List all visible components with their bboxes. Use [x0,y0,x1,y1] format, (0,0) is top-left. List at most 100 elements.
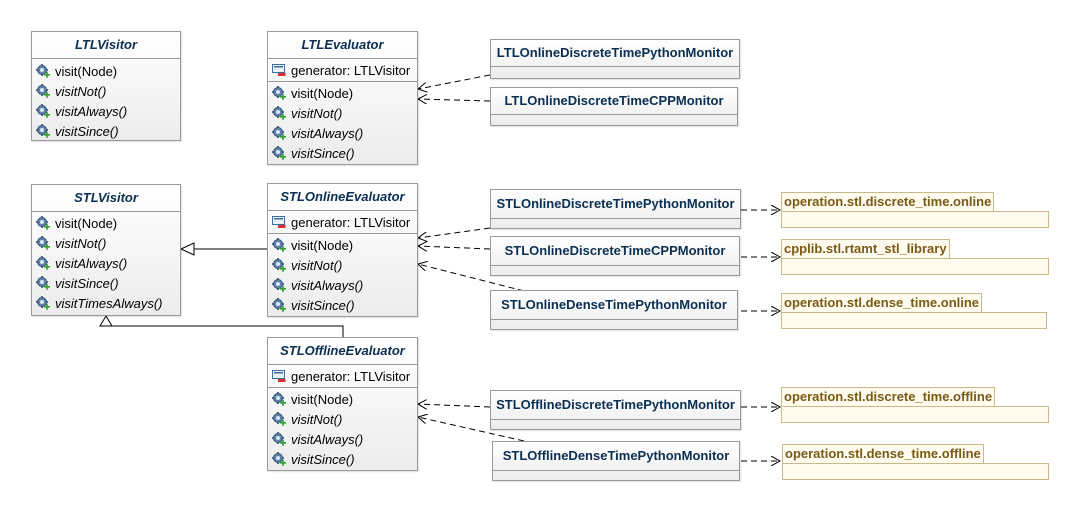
class-body [491,66,739,79]
gear-plus-icon [36,64,50,78]
stl-online-dense-python-monitor-class[interactable]: STLOnlineDenseTimePythonMonitor [490,290,738,330]
stl-online-discrete-python-monitor-class[interactable]: STLOnlineDiscreteTimePythonMonitor [490,189,741,229]
method-row: visit(Node) [268,389,417,409]
class-name: STLOnlineEvaluator [280,189,405,204]
method-name: visit(Node) [291,237,354,253]
class-body [491,419,740,430]
method-row: visit(Node) [268,235,417,255]
method-name: visitAlways() [55,103,128,119]
package-body [782,463,1049,480]
package-dense-time-offline[interactable]: operation.stl.dense_time.offline [782,444,1049,481]
method-name: visitNot() [291,411,343,427]
generalization-offline-arrowhead [99,315,113,327]
method-row: visitNot() [32,81,180,101]
package-name: operation.stl.dense_time.offline [782,444,984,464]
class-name: LTLEvaluator [301,37,384,52]
gear-plus-icon [36,256,50,270]
dep-stlondense-stlon [418,264,525,292]
package-discrete-time-online[interactable]: operation.stl.discrete_time.online [781,192,1049,229]
method-name: visitSince() [291,145,355,161]
method-name: visitTimesAlways() [55,295,163,311]
gear-plus-icon [272,238,286,252]
package-body [781,258,1049,275]
gear-plus-icon [272,412,286,426]
dep-stloffdense-stloff [418,417,525,442]
method-name: visitSince() [55,123,119,139]
ltl-visitor-class[interactable]: LTLVisitor visit(Node) visitNot() visitA… [31,31,181,141]
method-row: visitSince() [268,295,417,315]
field-private-icon [272,215,286,229]
package-body [781,312,1047,329]
class-body [493,470,739,481]
attribute-name: generator: LTLVisitor [291,368,411,384]
method-row: visitSince() [32,273,180,293]
stl-offline-evaluator-class[interactable]: STLOfflineEvaluator generator: LTLVisito… [267,337,418,471]
package-name: operation.stl.discrete_time.online [781,192,995,212]
class-name: STLOfflineDenseTimePythonMonitor [502,448,730,463]
attribute-row: generator: LTLVisitor [268,212,417,232]
gear-plus-icon [272,258,286,272]
dep-stlonpy-stlon [418,227,491,238]
method-name: visitAlways() [291,277,364,293]
dep-stloncpp-stlon [418,246,491,249]
method-row: visitTimesAlways() [32,293,180,313]
ltl-evaluator-class[interactable]: LTLEvaluator generator: LTLVisitor visit… [267,31,418,165]
stl-offline-dense-python-monitor-class[interactable]: STLOfflineDenseTimePythonMonitor [492,441,740,481]
method-name: visit(Node) [291,391,354,407]
gear-plus-icon [272,432,286,446]
gear-plus-icon [272,146,286,160]
class-body [491,265,739,276]
method-row: visitAlways() [32,253,180,273]
method-row: visitSince() [268,143,417,163]
class-name: STLVisitor [74,190,138,205]
method-row: visitAlways() [268,275,417,295]
method-row: visitNot() [268,255,417,275]
stl-offline-discrete-python-monitor-class[interactable]: STLOfflineDiscreteTimePythonMonitor [490,390,741,430]
method-row: visit(Node) [32,61,180,81]
method-name: visitNot() [55,83,107,99]
class-body [491,114,737,126]
stl-online-discrete-cpp-monitor-class[interactable]: STLOnlineDiscreteTimeCPPMonitor [490,236,740,276]
stl-online-evaluator-class[interactable]: STLOnlineEvaluator generator: LTLVisitor… [267,183,418,317]
method-row: visit(Node) [32,213,180,233]
method-name: visitNot() [291,257,343,273]
method-name: visit(Node) [55,63,118,79]
class-body [491,319,737,330]
gear-plus-icon [272,298,286,312]
method-row: visitSince() [268,449,417,469]
dep-stloffpy-stloff [418,404,491,407]
gear-plus-icon [272,106,286,120]
ltl-online-discrete-python-monitor-class[interactable]: LTLOnlineDiscreteTimePythonMonitor [490,39,740,79]
field-private-icon [272,369,286,383]
class-body [491,218,740,229]
stl-visitor-class[interactable]: STLVisitor visit(Node) visitNot() visitA… [31,184,181,316]
package-body [781,211,1049,228]
attribute-row: generator: LTLVisitor [268,366,417,386]
package-dense-time-online[interactable]: operation.stl.dense_time.online [781,293,1047,330]
attribute-row: generator: LTLVisitor [268,60,417,80]
class-name: STLOnlineDiscreteTimePythonMonitor [496,196,735,211]
method-name: visit(Node) [291,85,354,101]
gear-plus-icon [272,452,286,466]
method-name: visitSince() [291,451,355,467]
package-discrete-time-offline[interactable]: operation.stl.discrete_time.offline [781,387,1049,424]
method-name: visitAlways() [291,125,364,141]
method-row: visitSince() [32,121,180,141]
gear-plus-icon [36,296,50,310]
gear-plus-icon [36,124,50,138]
ltl-online-discrete-cpp-monitor-class[interactable]: LTLOnlineDiscreteTimeCPPMonitor [490,87,738,126]
package-name: operation.stl.discrete_time.offline [781,387,996,407]
method-row: visitNot() [268,409,417,429]
class-name: STLOnlineDenseTimePythonMonitor [501,297,727,312]
class-name: STLOfflineEvaluator [280,343,405,358]
gear-plus-icon [36,84,50,98]
method-name: visitNot() [291,105,343,121]
dep-ltlpy-ltleval [418,74,491,89]
package-name: operation.stl.dense_time.online [781,293,983,313]
method-name: visit(Node) [55,215,118,231]
class-name: STLOnlineDiscreteTimeCPPMonitor [504,243,726,258]
method-row: visitAlways() [268,123,417,143]
package-cpplib-rtamt[interactable]: cpplib.stl.rtamt_stl_library [781,239,1049,276]
dep-ltlcpp-ltleval [418,99,491,101]
